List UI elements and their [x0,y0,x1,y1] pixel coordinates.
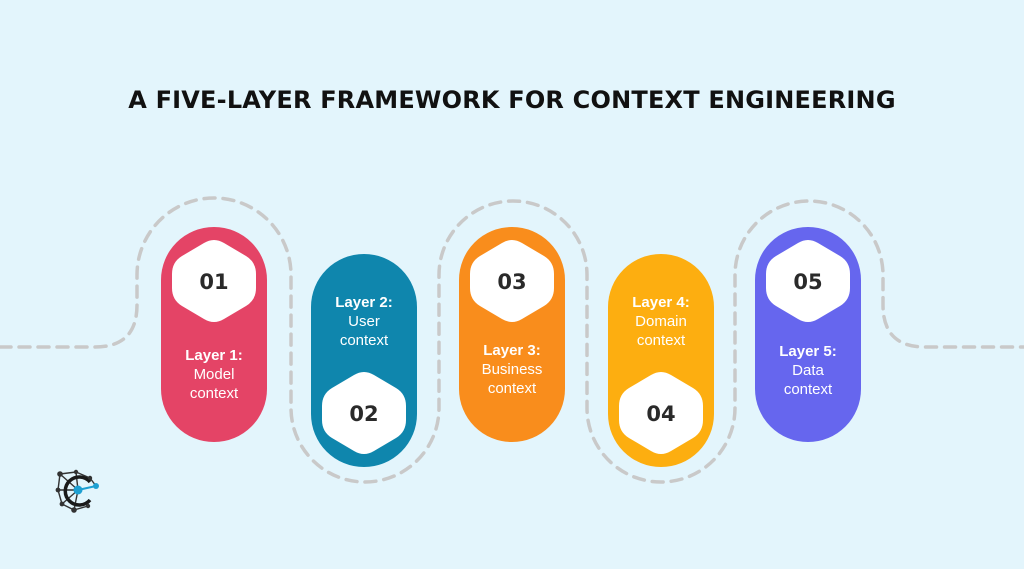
layer-5-title: Layer 5: [779,343,837,360]
layer-3-desc: Business context [481,361,543,397]
layer-3-title: Layer 3: [483,342,541,359]
layer-4-label: Layer 4: Domain context [608,293,714,350]
layer-5-number: 05 [793,270,822,294]
network-logo-icon [55,469,99,513]
layer-4-number: 04 [646,402,675,426]
layer-1-number: 01 [199,270,228,294]
layer-3-label: Layer 3: Business context [459,341,565,398]
layer-3-number: 03 [497,270,526,294]
layer-1-desc: Model context [189,366,239,402]
layer-2-number: 02 [349,402,378,426]
layer-2-label: Layer 2: User context [311,293,417,350]
layer-2-title: Layer 2: [335,294,393,311]
layer-2-desc: User context [339,313,389,349]
layer-5-badge: 05 [766,240,850,322]
layer-2-badge: 02 [322,372,406,454]
layer-4-title: Layer 4: [632,294,690,311]
dashed-connector [0,196,1024,484]
layer-5-desc: Data context [783,362,833,398]
layer-4-desc: Domain context [635,313,687,349]
layer-3-badge: 03 [470,240,554,322]
page-title: A FIVE-LAYER FRAMEWORK FOR CONTEXT ENGIN… [128,86,896,114]
layer-1-badge: 01 [172,240,256,322]
layer-1-title: Layer 1: [185,347,243,364]
layer-4-badge: 04 [619,372,703,454]
layer-1-label: Layer 1: Model context [161,346,267,403]
layer-5-label: Layer 5: Data context [755,342,861,399]
